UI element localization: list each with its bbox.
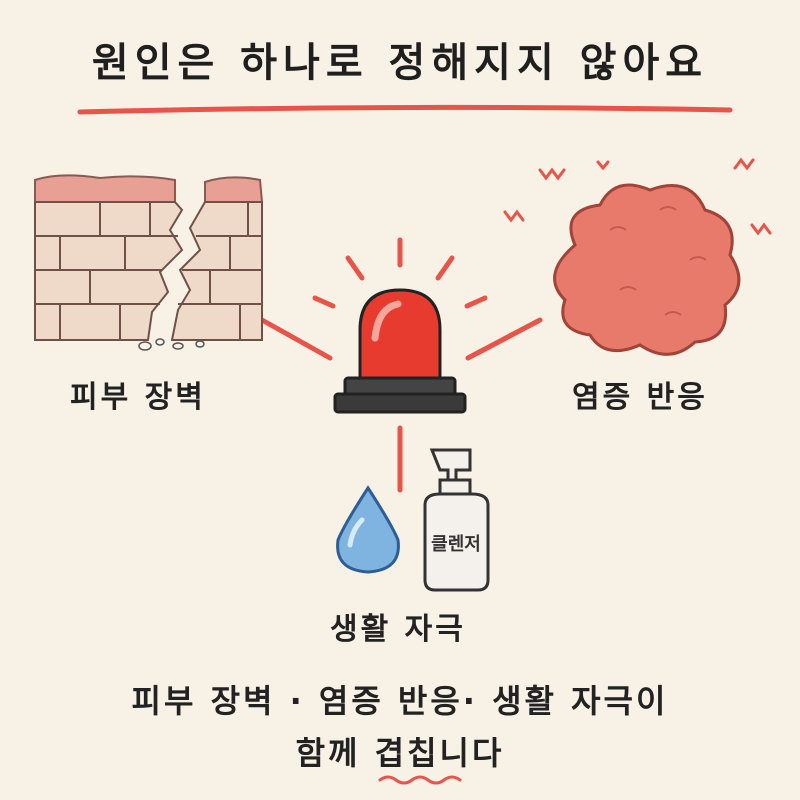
connector-inflammation bbox=[465, 317, 543, 361]
summary-line-2: 함께 겹칩니다 bbox=[0, 728, 800, 774]
connector-barrier bbox=[259, 317, 333, 361]
summary-prefix: 함께 bbox=[295, 734, 375, 772]
title-underline bbox=[77, 104, 733, 115]
water-drop-icon bbox=[336, 485, 400, 574]
label-inflammation: 염증 반응 bbox=[572, 380, 708, 415]
emphasis-underline bbox=[378, 775, 462, 785]
siren-icon bbox=[312, 237, 488, 414]
inflammation-cloud-icon bbox=[503, 157, 772, 356]
page-title: 원인은 하나로 정해지지 않아요 bbox=[91, 40, 709, 86]
summary-line-1: 피부 장벽 · 염증 반응· 생활 자극이 bbox=[131, 682, 669, 720]
label-life-irritation: 생활 자극 bbox=[330, 612, 466, 647]
cleanser-label: 클렌저 bbox=[431, 534, 481, 555]
label-skin-barrier: 피부 장벽 bbox=[70, 380, 206, 415]
brick-wall-icon bbox=[34, 174, 264, 351]
cleanser-bottle-icon: 클렌저 bbox=[423, 448, 490, 592]
summary-suffix: 니다 bbox=[439, 734, 505, 772]
summary-emphasis: 겹칩 bbox=[374, 734, 440, 772]
